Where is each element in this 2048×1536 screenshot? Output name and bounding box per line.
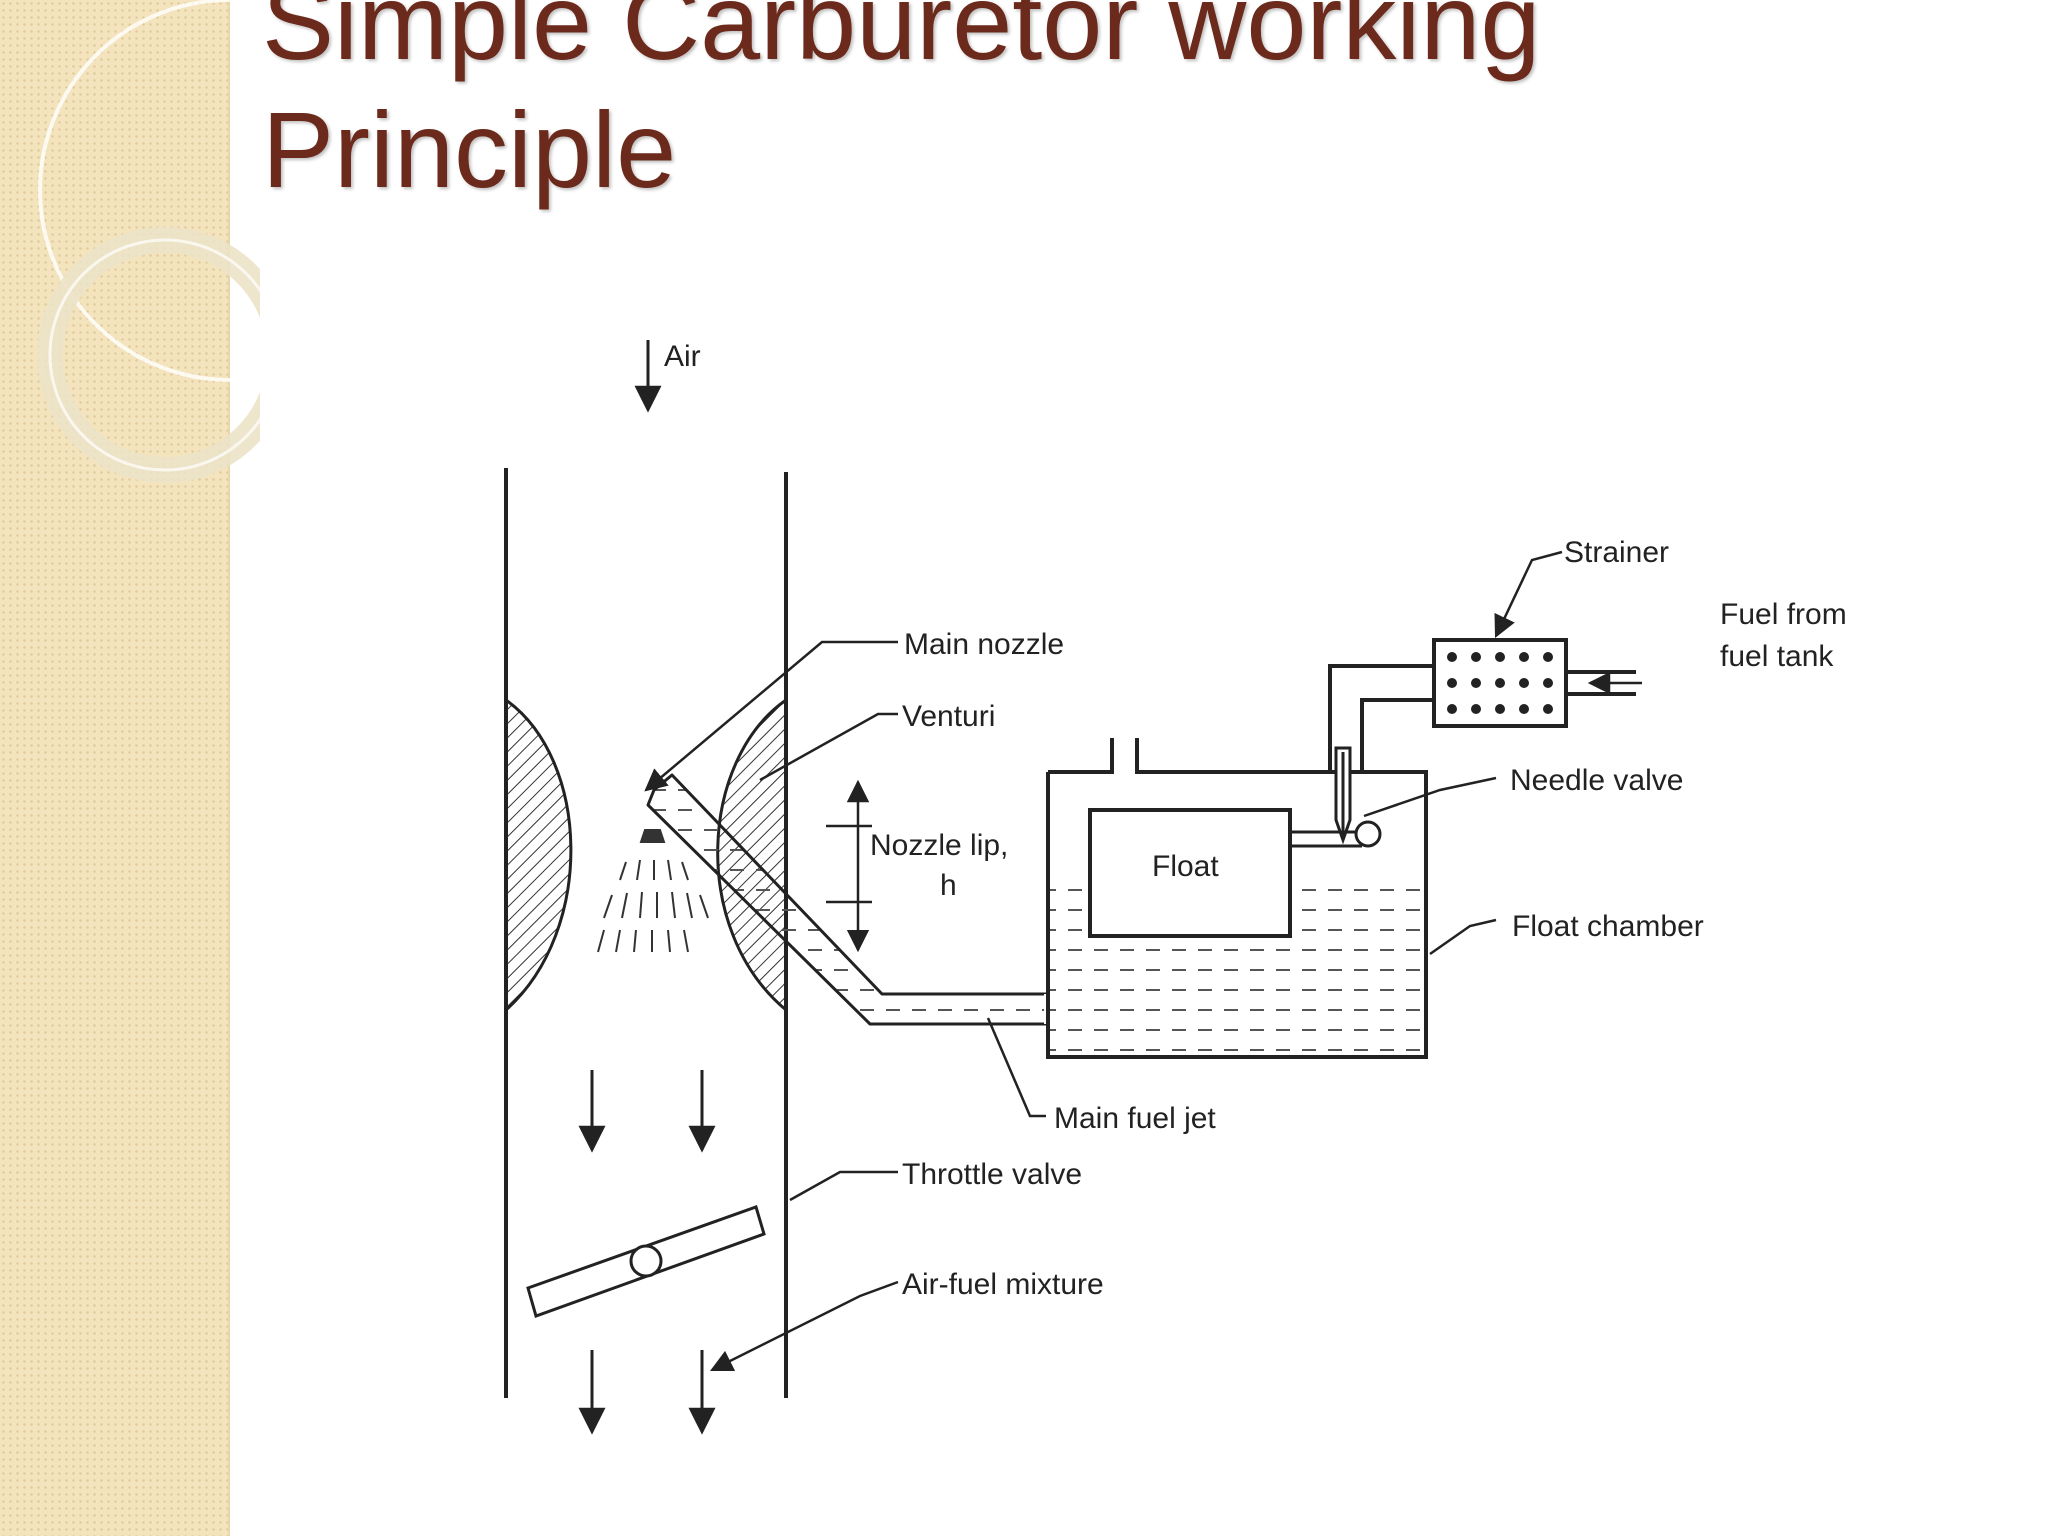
strainer	[1432, 638, 1568, 728]
throttle-valve	[526, 1205, 766, 1318]
label-air-fuel-mixture: Air-fuel mixture	[902, 1268, 1104, 1301]
carburetor-diagram: Air Main nozzle Venturi Nozzle lip, h Fl…	[504, 340, 1847, 1435]
needle-valve	[1334, 746, 1352, 845]
label-venturi: Venturi	[902, 700, 995, 733]
fuel-passage	[646, 773, 1048, 1026]
label-fuel-from-1: Fuel from	[1720, 598, 1847, 631]
label-float-chamber: Float chamber	[1512, 910, 1704, 943]
flow-arrows	[578, 1070, 716, 1435]
label-air: Air	[664, 340, 701, 373]
label-needle-valve: Needle valve	[1510, 764, 1683, 797]
float	[1088, 808, 1382, 938]
label-nozzle-lip-1: Nozzle lip,	[870, 829, 1008, 862]
label-nozzle-lip-2: h	[940, 869, 957, 902]
sidebar-texture	[0, 0, 230, 1536]
label-throttle-valve: Throttle valve	[902, 1158, 1082, 1191]
slide-title: Simple Carburetor working Principle	[262, 0, 1962, 214]
fuel-spray	[597, 829, 709, 953]
label-strainer: Strainer	[1564, 536, 1669, 569]
slide-title-line-2: Principle	[262, 89, 677, 210]
nozzle-lip-dimension	[826, 779, 872, 953]
label-main-nozzle: Main nozzle	[904, 628, 1064, 661]
label-main-fuel-jet: Main fuel jet	[1054, 1102, 1216, 1135]
leader-lines	[644, 550, 1642, 1372]
label-fuel-from-2: fuel tank	[1720, 640, 1834, 673]
label-float: Float	[1152, 850, 1219, 883]
venturi	[504, 697, 788, 1014]
slide-title-line-1: Simple Carburetor working	[262, 0, 1541, 82]
